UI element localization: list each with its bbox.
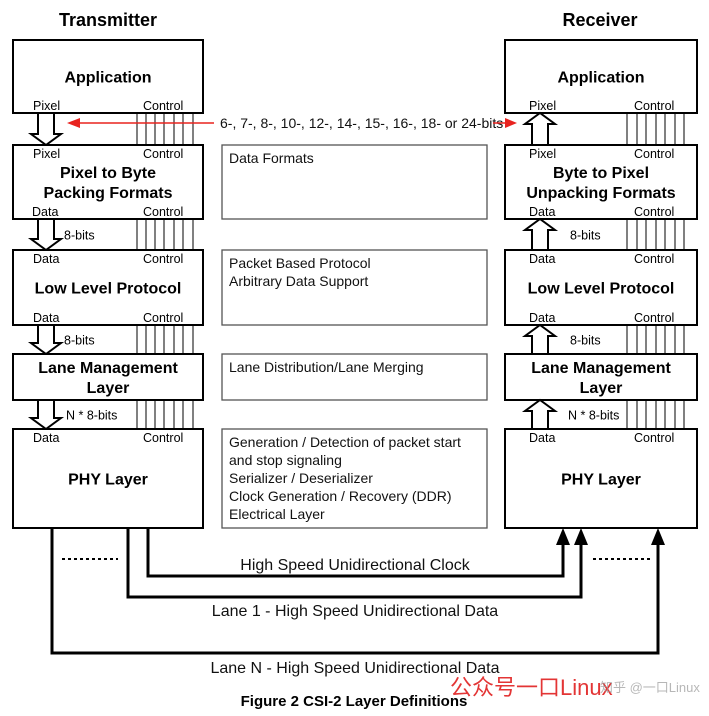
- port-label: Control: [143, 99, 183, 113]
- receiver-layer-box: [504, 249, 698, 326]
- layer-title: Low Level Protocol: [35, 281, 182, 298]
- layer-title: Application: [64, 70, 151, 87]
- port-label: Data: [529, 431, 555, 445]
- layer-description-line: Data Formats: [229, 150, 314, 166]
- port-label: Control: [634, 311, 674, 325]
- port-label: Control: [634, 99, 674, 113]
- bus-width-label: N * 8-bits: [568, 409, 619, 423]
- watermark: 公众号一口Linux: [450, 675, 613, 700]
- port-label: Control: [143, 431, 183, 445]
- layer-description-line: Generation / Detection of packet start: [229, 434, 461, 450]
- layer-title: Pixel to Byte: [60, 165, 156, 182]
- bus-width-label: 8-bits: [64, 334, 95, 348]
- layer-title: Byte to Pixel: [553, 165, 649, 182]
- layer-description-box: [221, 144, 488, 220]
- bus-width-label: N * 8-bits: [66, 409, 117, 423]
- port-label: Pixel: [529, 99, 556, 113]
- port-label: Data: [529, 205, 555, 219]
- data-flow-arrow-icon: [521, 398, 559, 430]
- port-label: Pixel: [33, 147, 60, 161]
- transmitter-layer-box: [12, 353, 204, 401]
- lane1-link: [126, 528, 583, 599]
- layer-description-line: Serializer / Deserializer: [229, 470, 373, 486]
- clock-link: [146, 528, 565, 578]
- port-label: Data: [529, 311, 555, 325]
- port-label: Pixel: [33, 99, 60, 113]
- layer-description-line: Arbitrary Data Support: [229, 273, 368, 289]
- layer-description-box: [221, 249, 488, 326]
- receiver-layer-box: [504, 39, 698, 114]
- port-label: Data: [33, 431, 59, 445]
- transmitter-layer-box: [12, 144, 204, 220]
- port-label: Data: [529, 252, 555, 266]
- lane1-link-label: Lane 1 - High Speed Unidirectional Data: [212, 603, 499, 620]
- clock-link-label: High Speed Unidirectional Clock: [240, 557, 470, 574]
- layer-title: Layer: [580, 380, 623, 397]
- port-label: Control: [143, 147, 183, 161]
- data-flow-arrow-icon: [27, 399, 65, 431]
- layer-description-line: Electrical Layer: [229, 506, 325, 522]
- data-flow-arrow-icon: [27, 218, 65, 252]
- arrow-up-icon: [574, 528, 588, 545]
- data-flow-arrow-icon: [521, 217, 559, 251]
- watermark-secondary: 知乎 @一口Linux: [600, 680, 700, 695]
- layer-title: Unpacking Formats: [526, 185, 675, 202]
- receiver-heading: Receiver: [562, 10, 637, 30]
- layer-title: PHY Layer: [68, 472, 148, 489]
- layer-title: PHY Layer: [561, 472, 641, 489]
- layer-description-box: [221, 428, 488, 529]
- layer-title: Layer: [87, 380, 130, 397]
- layer-title: Packing Formats: [44, 185, 173, 202]
- layer-title: Lane Management: [531, 360, 671, 377]
- port-label: Control: [634, 147, 674, 161]
- port-label: Pixel: [529, 147, 556, 161]
- figure-caption: Figure 2 CSI-2 Layer Definitions: [241, 693, 468, 710]
- layer-title: Application: [557, 70, 644, 87]
- data-flow-arrow-icon: [521, 111, 559, 146]
- layer-description-line: and stop signaling: [229, 452, 342, 468]
- port-label: Control: [143, 205, 183, 219]
- transmitter-layer-box: [12, 39, 204, 114]
- receiver-layer-box: [504, 144, 698, 220]
- bus-width-label: 8-bits: [64, 229, 95, 243]
- pixel-width-label: 6-, 7-, 8-, 10-, 12-, 14-, 15-, 16-, 18-…: [220, 115, 503, 131]
- arrow-left-icon: [67, 118, 80, 128]
- arrow-up-icon: [651, 528, 665, 545]
- port-label: Control: [634, 252, 674, 266]
- data-flow-arrow-icon: [521, 323, 559, 355]
- layer-title: Low Level Protocol: [528, 281, 675, 298]
- layer-description-line: Clock Generation / Recovery (DDR): [229, 488, 452, 504]
- transmitter-heading: Transmitter: [59, 10, 157, 30]
- arrow-up-icon: [556, 528, 570, 545]
- layer-description-line: Packet Based Protocol: [229, 255, 371, 271]
- bus-width-label: 8-bits: [570, 229, 601, 243]
- layer-description-box: [221, 353, 488, 401]
- transmitter-layer-box: [12, 428, 204, 529]
- bus-width-label: 8-bits: [570, 334, 601, 348]
- transmitter-layer-box: [12, 249, 204, 326]
- receiver-layer-box: [504, 428, 698, 529]
- laneN-link-label: Lane N - High Speed Unidirectional Data: [210, 660, 499, 677]
- data-flow-arrow-icon: [27, 112, 65, 147]
- port-label: Data: [33, 311, 59, 325]
- port-label: Control: [143, 252, 183, 266]
- layer-description-line: Lane Distribution/Lane Merging: [229, 359, 424, 375]
- port-label: Data: [32, 205, 58, 219]
- port-label: Control: [143, 311, 183, 325]
- receiver-layer-box: [504, 353, 698, 401]
- port-label: Data: [33, 252, 59, 266]
- port-label: Control: [634, 431, 674, 445]
- layer-title: Lane Management: [38, 360, 178, 377]
- port-label: Control: [634, 205, 674, 219]
- laneN-link: [50, 528, 660, 655]
- data-flow-arrow-icon: [27, 324, 65, 356]
- arrow-right-icon: [505, 118, 517, 128]
